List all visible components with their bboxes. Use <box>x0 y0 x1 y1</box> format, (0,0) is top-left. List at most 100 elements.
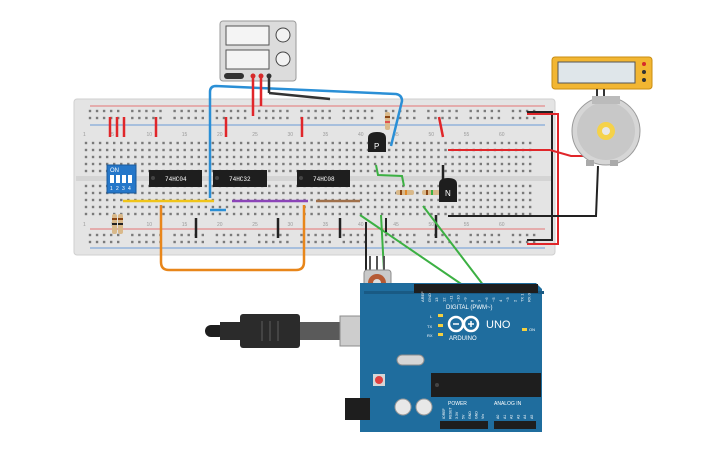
breadboard-column-label: 1 <box>83 132 86 138</box>
arduino-model: UNO <box>486 319 511 331</box>
dip-switch-number-1: 1 <box>110 186 113 192</box>
power-label: POWER <box>448 401 467 407</box>
on-led-label: ON <box>529 327 535 332</box>
barrel-jack[interactable] <box>345 398 370 420</box>
breadboard-column-label: 25 <box>252 132 258 138</box>
breadboard-column-label: 60 <box>499 132 505 138</box>
capacitor <box>415 398 433 416</box>
chip-label-3: 74HC08 <box>313 176 335 183</box>
analog-pin-label: A2 <box>510 415 514 419</box>
led-l-label: L <box>430 314 433 319</box>
breadboard-column-label: 45 <box>393 132 399 138</box>
breadboard-column-label: 55 <box>464 222 470 228</box>
power-pin-label: 3.3V <box>455 411 459 419</box>
breadboard-column-label: 40 <box>358 132 364 138</box>
digital-pin-label: 8 <box>470 299 475 302</box>
breadboard-column-label: 15 <box>182 222 188 228</box>
digital-pin-label: ~6 <box>484 297 489 302</box>
analog-header[interactable] <box>494 421 536 429</box>
breadboard-column-label: 30 <box>287 132 293 138</box>
breadboard-column-labels: 1155101015152020252530303535404045455050… <box>83 132 505 228</box>
pnp-transistor[interactable]: P <box>368 112 390 152</box>
digital-pin-label: AREF <box>420 291 425 302</box>
breadboard-column-label: 45 <box>393 222 399 228</box>
usb-cable <box>205 314 373 348</box>
digital-pin-label: 7 <box>477 299 482 302</box>
digital-pin-label: RX 0 <box>527 292 532 302</box>
arduino-logo-icon <box>447 315 480 333</box>
ic-74hc08[interactable]: 74HC08 <box>297 170 350 187</box>
breadboard-column-label: 10 <box>146 132 152 138</box>
dip-toggle-1[interactable] <box>110 175 114 183</box>
digital-pin-label: 2 <box>512 299 517 302</box>
power-pin-label: 5V <box>462 414 466 419</box>
resistor[interactable] <box>112 214 123 234</box>
digital-pin-label: ~3 <box>505 297 510 302</box>
dip-toggle-3[interactable] <box>122 175 126 183</box>
breadboard-column-label: 35 <box>323 132 329 138</box>
breadboard-column-label: 5 <box>111 132 114 138</box>
digital-pin-label: 4 <box>498 299 503 302</box>
crystal <box>396 354 425 366</box>
digital-pin-label: GND <box>427 293 432 302</box>
power-header[interactable] <box>440 421 488 429</box>
microcontroller-chip <box>431 373 541 397</box>
breadboard-column-label: 40 <box>358 222 364 228</box>
power-supply[interactable] <box>219 20 297 82</box>
ic-74hc32[interactable]: 74HC32 <box>213 170 267 187</box>
dip-switch-number-4: 4 <box>128 186 131 192</box>
breadboard-column-label: 25 <box>252 222 258 228</box>
breadboard-column-label: 15 <box>182 132 188 138</box>
analog-pin-label: A4 <box>523 415 527 419</box>
pnp-label: P <box>374 142 379 151</box>
dip-toggle-2[interactable] <box>116 175 120 183</box>
digital-pin-label: ~5 <box>491 297 496 302</box>
multimeter[interactable] <box>551 56 653 106</box>
digital-pin-label: TX 1 <box>519 293 524 302</box>
digital-label: DIGITAL (PWM~) <box>446 305 493 311</box>
breadboard-column-label: 30 <box>287 222 293 228</box>
chip-label-1: 74HC04 <box>165 176 187 183</box>
ic-74hc04[interactable]: 74HC04 <box>149 170 202 187</box>
power-pin-label: RESET <box>449 406 453 419</box>
analog-label: ANALOG IN <box>494 401 522 407</box>
npn-label: N <box>445 189 451 198</box>
analog-pin-label: A1 <box>503 415 507 419</box>
digital-header[interactable] <box>414 284 538 293</box>
dip-switch-number-3: 3 <box>122 186 125 192</box>
npn-transistor[interactable]: N <box>396 178 457 202</box>
dip-switch[interactable]: ON 1 2 3 4 <box>106 164 137 194</box>
breadboard-column-label: 50 <box>428 132 434 138</box>
digital-pin-label: ~11 <box>448 295 453 302</box>
analog-pin-label: A3 <box>516 415 520 419</box>
dc-motor[interactable] <box>571 96 641 166</box>
power-pin-label: IOREF <box>442 408 446 419</box>
digital-pin-label: 13 <box>434 297 439 302</box>
led-rx-label: RX <box>427 333 433 338</box>
analog-pin-label: A5 <box>530 415 534 419</box>
dip-switch-number-2: 2 <box>116 186 119 192</box>
power-pin-label: GND <box>475 411 479 419</box>
wires[interactable] <box>108 78 615 291</box>
power-pin-label: GND <box>468 411 472 419</box>
breadboard-column-label: 60 <box>499 222 505 228</box>
led-tx-label: TX <box>427 324 432 329</box>
breadboard-column-label: 10 <box>146 222 152 228</box>
chip-label-2: 74HC32 <box>229 176 251 183</box>
power-pin-label: Vin <box>481 414 485 419</box>
arduino-brand: ARDUINO <box>449 336 477 342</box>
dip-toggle-4[interactable] <box>128 175 132 183</box>
digital-pin-label: ~10 <box>456 294 461 302</box>
breadboard-column-label: 35 <box>323 222 329 228</box>
breadboard-column-label: 20 <box>217 222 223 228</box>
breadboard-column-label: 55 <box>464 132 470 138</box>
digital-pin-label: ~9 <box>463 297 468 302</box>
breadboard-column-label: 20 <box>217 132 223 138</box>
dip-switch-on-label: ON <box>110 168 119 174</box>
breadboard-column-label: 50 <box>428 222 434 228</box>
